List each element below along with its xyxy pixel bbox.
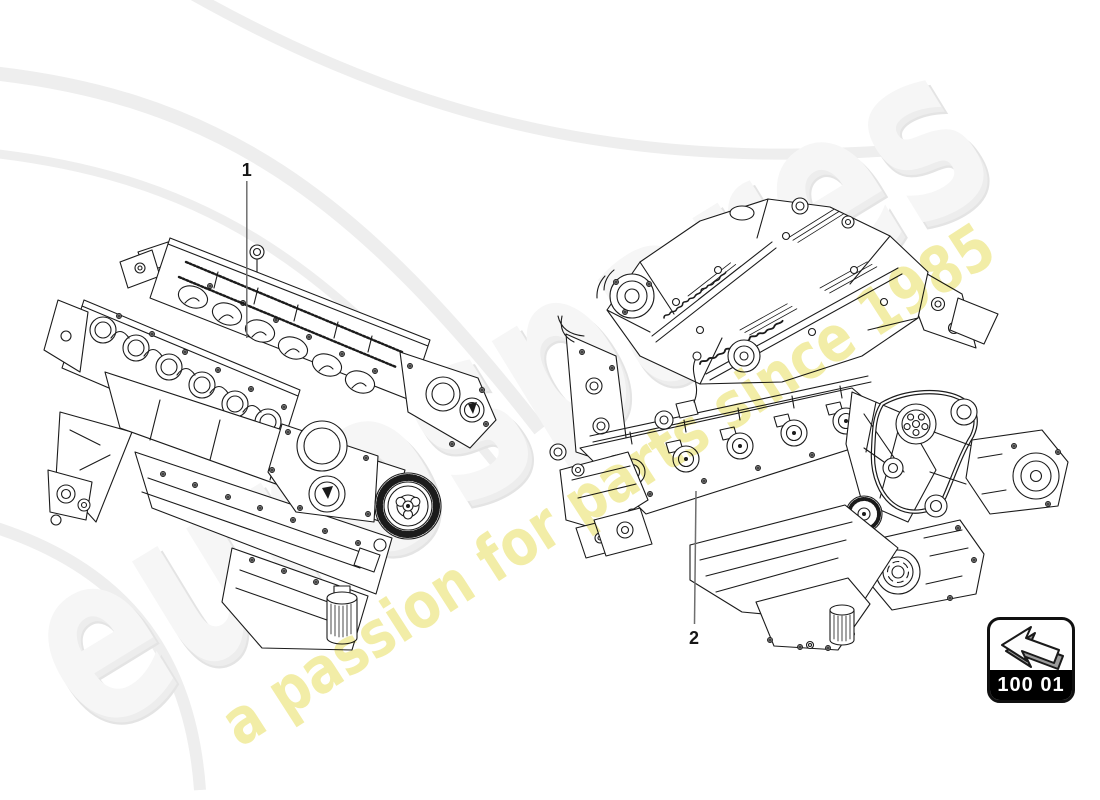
callout-2-label[interactable]: 2 xyxy=(689,628,699,648)
callouts: 1 2 xyxy=(242,160,699,648)
callout-1-label[interactable]: 1 xyxy=(242,160,252,180)
short-engine-drawing xyxy=(43,237,497,651)
nav-box-100-01[interactable]: 100 01 xyxy=(987,617,1075,703)
complete-engine-drawing xyxy=(549,197,1069,651)
nav-box-code: 100 01 xyxy=(990,670,1072,700)
callout-2-leader xyxy=(693,490,697,625)
back-arrow-icon xyxy=(1001,626,1064,670)
